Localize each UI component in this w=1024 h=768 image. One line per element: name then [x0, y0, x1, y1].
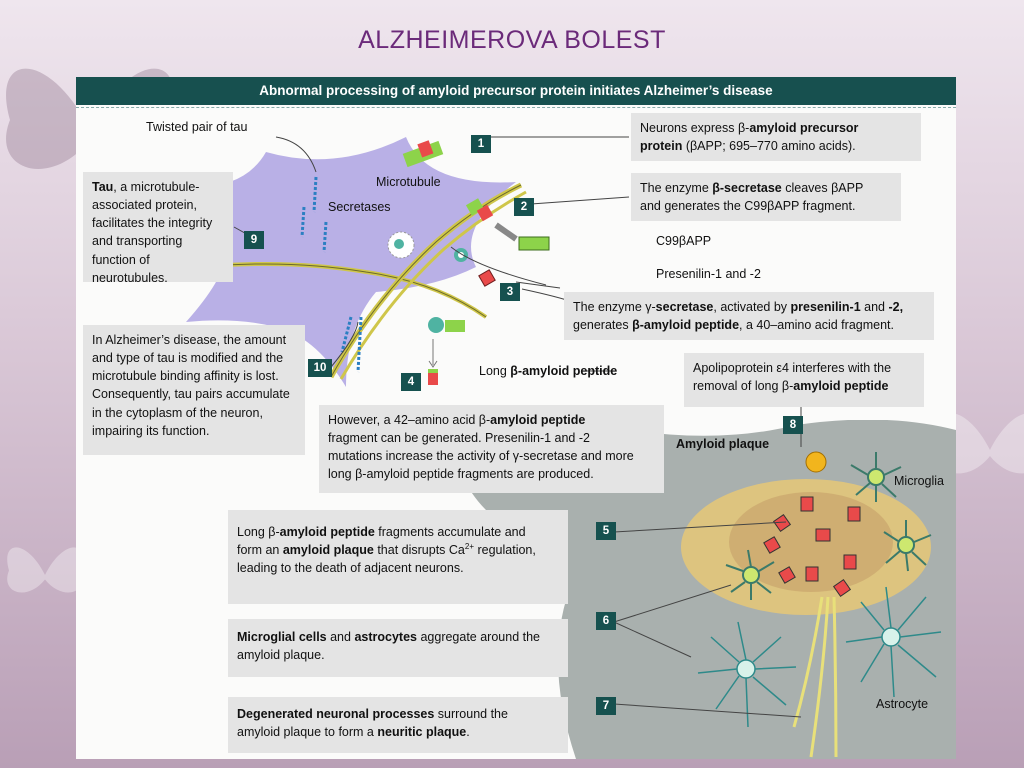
butterfly-decoration-bottom [7, 547, 83, 593]
label-astrocyte: Astrocyte [876, 697, 929, 711]
neuronal-processes [792, 596, 838, 758]
figure-title: Abnormal processing of amyloid precursor… [76, 77, 956, 105]
step-badge-9: 9 [244, 231, 264, 249]
neuron-cell-body [186, 137, 516, 387]
astrocyte-cell [845, 586, 942, 698]
callout-step-4: However, a 42–amino acid β-amyloid pepti… [319, 405, 664, 493]
label-secretases: Secretases [328, 200, 391, 214]
slide-title: ALZHEIMEROVA BOLEST [358, 26, 666, 54]
label-long-peptide: Long β-amyloid peptide [479, 364, 618, 378]
step-badge-10: 10 [308, 359, 332, 377]
callout-step-6: Microglial cells and astrocytes aggregat… [228, 619, 568, 677]
app-fragment [402, 140, 444, 168]
apolipoprotein-ball [805, 451, 827, 473]
label-microtubule: Microtubule [376, 175, 441, 189]
callout-step-3: The enzyme γ-secretase, activated by pre… [564, 292, 934, 340]
callout-step-1: Neurons express β-amyloid precursor prot… [631, 113, 921, 161]
step-badge-1: 1 [471, 135, 491, 153]
callout-step-8: Apolipoprotein ε4 interferes with the re… [684, 353, 924, 407]
neuron-diagram [170, 136, 942, 758]
plaque-fragments [763, 496, 861, 598]
tau-pairs [300, 176, 363, 373]
step-badge-8: 8 [783, 416, 803, 434]
callout-step-10: In Alzheimer’s disease, the amount and t… [83, 325, 305, 455]
label-microglia: Microglia [894, 474, 945, 488]
step-badge-5: 5 [596, 522, 616, 540]
callout-step-2: The enzyme β-secretase cleaves βAPP and … [631, 173, 901, 221]
callout-step-9: Tau, a microtubule- associated protein, … [83, 172, 233, 285]
step-badge-7: 7 [596, 697, 616, 715]
label-presenilin: Presenilin-1 and -2 [656, 267, 761, 281]
step-badge-4: 4 [401, 373, 421, 391]
figure-panel: Abnormal processing of amyloid precursor… [76, 77, 956, 759]
label-amyloid-plaque: Amyloid plaque [676, 437, 770, 451]
label-c99: C99βAPP [656, 234, 712, 248]
step-badge-6: 6 [596, 612, 616, 630]
callout-step-7: Degenerated neuronal processes surround … [228, 697, 568, 753]
callout-step-5: Long β-amyloid peptide fragments accumul… [228, 510, 568, 604]
step-badge-3: 3 [500, 283, 520, 301]
step-badge-2: 2 [514, 198, 534, 216]
microglia-cell [850, 452, 902, 502]
header-divider [76, 107, 956, 108]
label-twisted-tau: Twisted pair of tau [146, 120, 248, 134]
